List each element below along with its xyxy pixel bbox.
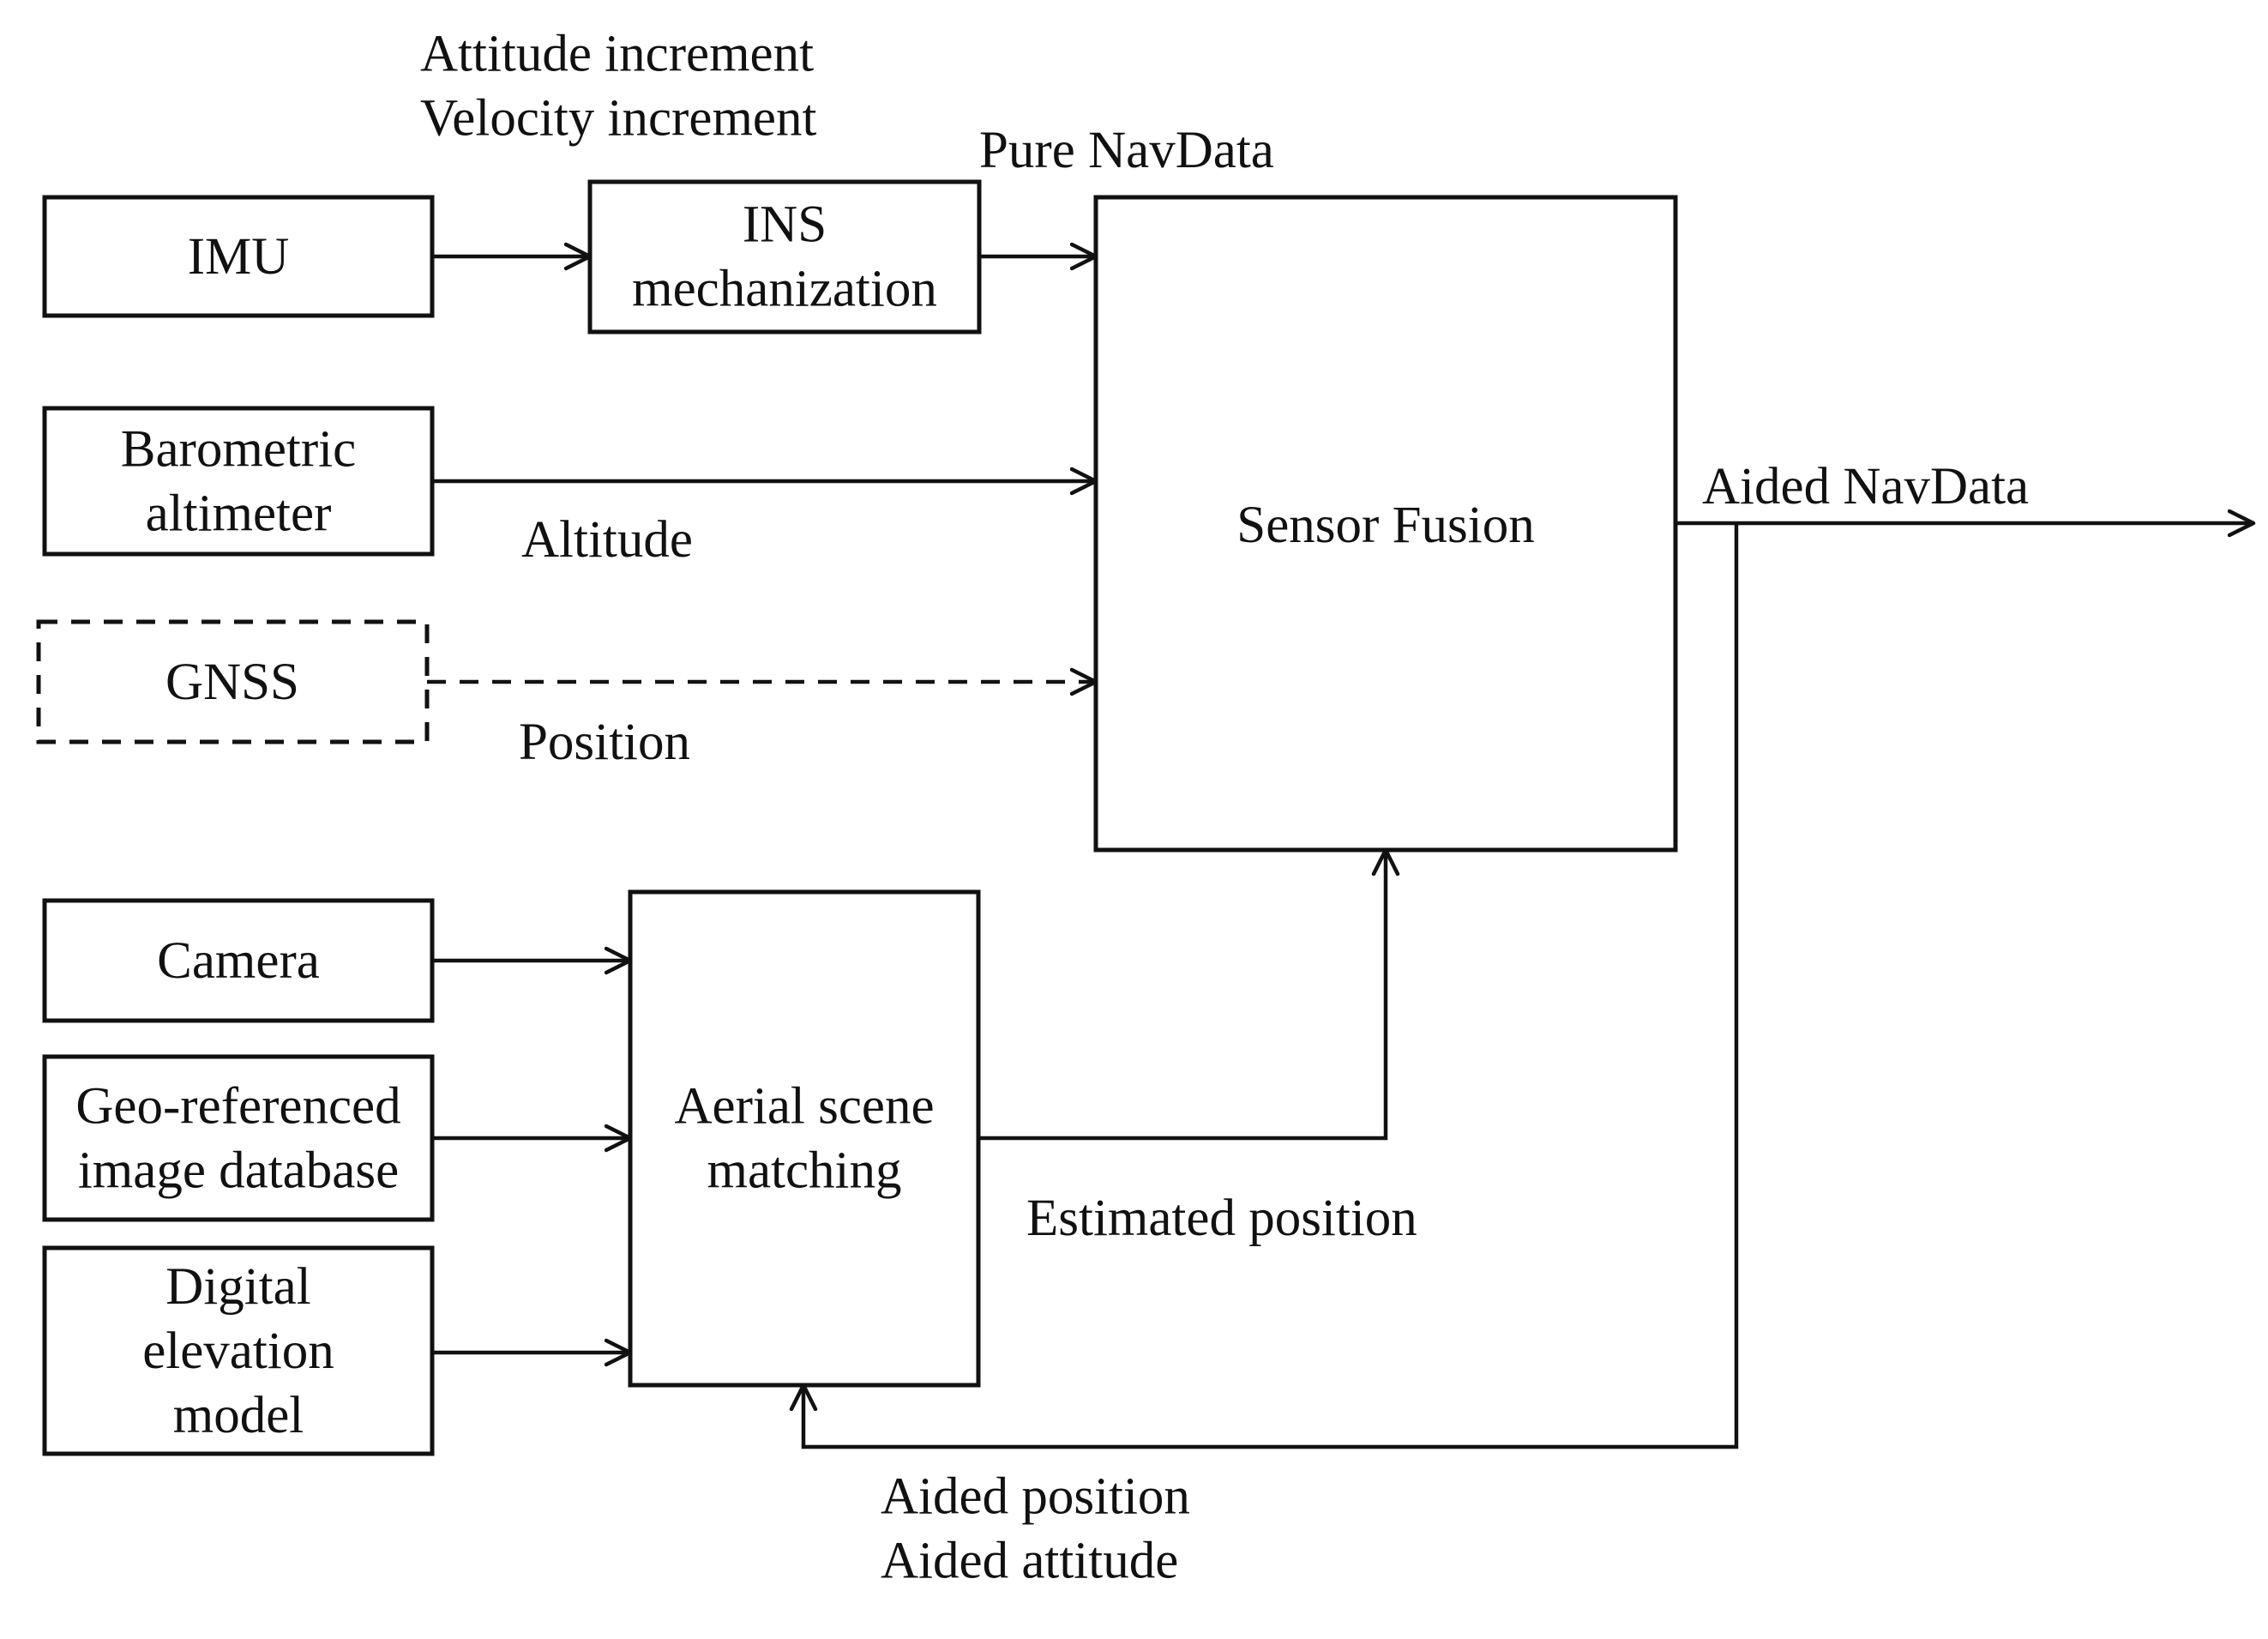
ins-mechanization-block-label-line-2: mechanization bbox=[632, 261, 937, 318]
position-label-line-1: Position bbox=[519, 714, 690, 771]
geo-referenced-database-block: Geo-referenced image database bbox=[42, 1054, 435, 1222]
aided-navdata-label: Aided NavData bbox=[1702, 458, 2029, 515]
feedback-label-line-1: Aided position bbox=[881, 1468, 1190, 1526]
pure-navdata-label-line-1: Pure NavData bbox=[979, 122, 1274, 179]
imu-block-label-line-1: IMU bbox=[188, 228, 290, 286]
position-label: Position bbox=[519, 714, 690, 771]
geo-referenced-database-block-label-line-1: Geo-referenced bbox=[75, 1078, 400, 1136]
imu-block-label: IMU bbox=[188, 228, 290, 286]
digital-elevation-model-block-label-line-3: model bbox=[173, 1387, 304, 1444]
aerial-scene-matching-block-label-line-1: Aerial scene bbox=[674, 1078, 934, 1136]
feedback-loop-arrow bbox=[803, 523, 1739, 1449]
imu-output-label-line-2: Velocity increment bbox=[420, 90, 816, 148]
estimated-position-label-line-1: Estimated position bbox=[1026, 1190, 1417, 1247]
barometric-altimeter-block: Barometric altimeter bbox=[42, 406, 435, 557]
sensor-fusion-block: Sensor Fusion bbox=[1093, 195, 1678, 853]
digital-elevation-model-block-label-line-2: elevation bbox=[142, 1323, 334, 1380]
gnss-block-label: GNSS bbox=[165, 654, 299, 711]
pure-navdata-label: Pure NavData bbox=[979, 122, 1274, 179]
camera-block-label: Camera bbox=[157, 932, 320, 990]
camera-block: Camera bbox=[42, 898, 435, 1023]
matching-to-fusion-arrow bbox=[978, 850, 1386, 1141]
gnss-block-label-line-1: GNSS bbox=[165, 654, 299, 711]
aided-navdata-label-line-1: Aided NavData bbox=[1702, 458, 2029, 515]
aerial-scene-matching-block-label: Aerial scene matching bbox=[674, 1078, 934, 1200]
gnss-block: GNSS bbox=[36, 619, 430, 744]
estimated-position-label: Estimated position bbox=[1026, 1190, 1417, 1247]
ins-mechanization-block: INS mechanization bbox=[587, 179, 982, 334]
geo-referenced-database-block-label-line-2: image database bbox=[78, 1142, 399, 1200]
altitude-label: Altitude bbox=[521, 511, 693, 569]
digital-elevation-model-block-label: Digital elevation model bbox=[142, 1258, 334, 1444]
barometric-altimeter-block-label-line-2: altimeter bbox=[146, 485, 332, 543]
aerial-scene-matching-block-label-line-2: matching bbox=[707, 1142, 902, 1200]
imu-output-label-line-1: Attitude increment bbox=[420, 26, 814, 83]
aerial-scene-matching-block: Aerial scene matching bbox=[628, 889, 981, 1388]
ins-mechanization-block-label-line-1: INS bbox=[743, 196, 827, 254]
geo-referenced-database-block-label: Geo-referenced image database bbox=[75, 1078, 400, 1200]
feedback-label-line-2: Aided attitude bbox=[881, 1533, 1178, 1590]
sensor-fusion-block-label-line-1: Sensor Fusion bbox=[1236, 497, 1534, 554]
digital-elevation-model-block-label-line-1: Digital bbox=[165, 1258, 310, 1316]
sensor-fusion-block-label: Sensor Fusion bbox=[1236, 497, 1534, 554]
camera-block-label-line-1: Camera bbox=[157, 932, 320, 990]
ins-mechanization-block-label: INS mechanization bbox=[632, 196, 937, 318]
altitude-label-line-1: Altitude bbox=[521, 511, 693, 569]
connectors bbox=[427, 256, 2253, 1449]
imu-block: IMU bbox=[42, 195, 435, 318]
barometric-altimeter-block-label-line-1: Barometric bbox=[121, 421, 356, 479]
digital-elevation-model-block: Digital elevation model bbox=[42, 1245, 435, 1456]
barometric-altimeter-block-label: Barometric altimeter bbox=[121, 421, 356, 543]
